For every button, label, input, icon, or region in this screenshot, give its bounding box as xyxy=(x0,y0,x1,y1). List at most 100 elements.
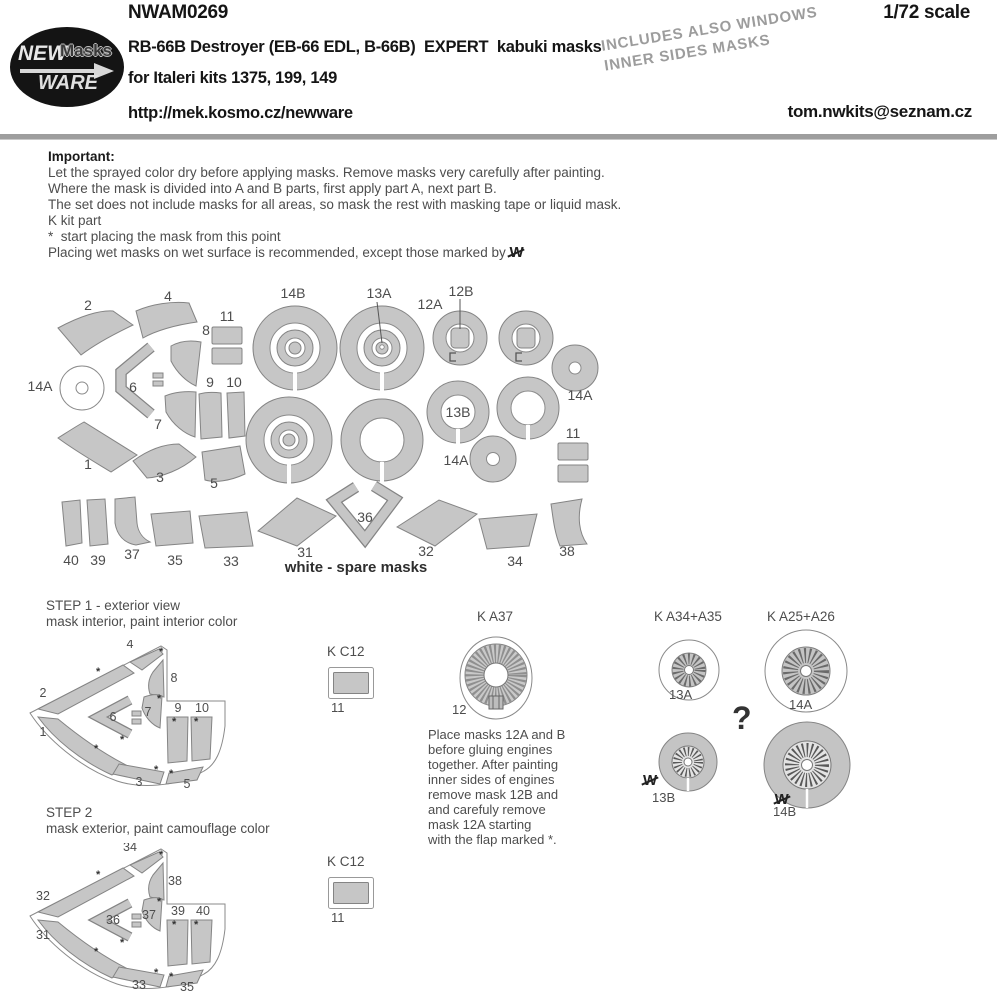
mask-shape-4 xyxy=(135,301,198,339)
star-mark: * xyxy=(159,646,164,658)
step2-label-r1: 39 xyxy=(171,904,185,918)
mask-shape-5 xyxy=(201,445,246,482)
label-33: 33 xyxy=(223,553,239,569)
ka37-note-line: and carefuly remove xyxy=(428,802,546,817)
label-14a-left: 14A xyxy=(28,378,54,394)
star-mark: * xyxy=(169,971,174,983)
step1-diagram: 4 2 8 9 10 6 7 1 3 5 * * * * * * * * * xyxy=(29,640,226,791)
mask-shape-7 xyxy=(164,391,197,438)
important-line: Where the mask is divided into A and B p… xyxy=(48,181,497,196)
label-14a-bottom: 14A xyxy=(444,452,470,468)
mask-shape-10 xyxy=(226,391,246,439)
mask-shape-1 xyxy=(57,421,138,473)
star-mark: * xyxy=(172,716,177,728)
header-divider xyxy=(0,134,997,140)
label-14a-right: 14A xyxy=(568,387,594,403)
star-mark: * xyxy=(157,896,162,908)
star-mark: * xyxy=(120,734,125,746)
logo-arrow-icon xyxy=(20,63,114,79)
mask-shape-14a-right xyxy=(551,344,599,392)
label-37: 37 xyxy=(124,546,140,562)
ka37-note-line: before gluing engines xyxy=(428,742,553,757)
mask-shape-ring-small xyxy=(496,376,560,440)
wheel-14b-mask xyxy=(763,721,851,809)
kc12-top-title: K C12 xyxy=(327,644,365,659)
step1-label-mid: 7 xyxy=(145,705,152,719)
ka37-note-line: mask 12A starting xyxy=(428,817,532,832)
label-38: 38 xyxy=(559,543,575,559)
important-line: * start placing the mask from this point xyxy=(48,229,281,244)
includes-note: INCLUDES ALSO WINDOWS INNER SIDES MASKS xyxy=(600,4,822,75)
ka37-title: K A37 xyxy=(477,609,514,624)
wet-mark-13b: W xyxy=(643,772,658,789)
mask-shape-9 xyxy=(198,391,223,440)
mask-shape-14a-bottom xyxy=(469,435,517,483)
ka37-note-line: with the flap marked *. xyxy=(428,832,557,847)
star-mark: * xyxy=(120,937,125,949)
star-mark: * xyxy=(169,768,174,780)
step2-diagram: 34 32 38 39 40 36 37 31 33 35 * * * * * … xyxy=(29,843,226,994)
wet-mark: W xyxy=(509,244,524,261)
label-31: 31 xyxy=(297,544,313,560)
logo-masks-text: Masks xyxy=(60,41,112,60)
label-4: 4 xyxy=(164,288,172,304)
step2-label-center: 36 xyxy=(106,913,120,927)
ka37-note-line: together. After painting xyxy=(428,757,559,772)
wheel-14a-mask xyxy=(764,629,848,713)
label-8: 8 xyxy=(202,322,210,338)
ka37-note-line: remove mask 12B and xyxy=(428,787,559,802)
star-mark: * xyxy=(96,666,101,678)
label-13b: 13B xyxy=(446,404,471,420)
logo-new-text: NEW xyxy=(18,42,67,65)
label-11b: 11 xyxy=(566,425,581,441)
mask-shape-34 xyxy=(478,513,538,550)
mask-shape-11b xyxy=(557,464,589,483)
mask-shape-13b xyxy=(426,380,490,444)
question-mark: ? xyxy=(732,700,752,736)
ka37-note: Place masks 12A and B before gluing engi… xyxy=(428,727,613,847)
mask-sheet-diagram: 2 4 8 11 14A 6 9 10 7 1 3 5 14B 13A 12B … xyxy=(28,285,599,576)
logo-ellipse xyxy=(10,27,124,107)
newware-logo: NEW Masks WARE xyxy=(10,27,124,107)
important-text: Let the sprayed color dry before applyin… xyxy=(48,165,621,261)
star-mark: * xyxy=(154,967,159,979)
label-2: 2 xyxy=(84,297,92,313)
mask-shape-11b xyxy=(557,442,589,461)
star-mark: * xyxy=(194,716,199,728)
label-1: 1 xyxy=(84,456,92,472)
label-9: 9 xyxy=(206,374,214,390)
step2-label-mid: 37 xyxy=(142,908,156,922)
ka25-title: K A25+A26 xyxy=(767,609,835,624)
label-36: 36 xyxy=(357,509,373,525)
logo-ware-text: WARE xyxy=(38,72,98,94)
kc12-bottom-mask xyxy=(328,877,374,909)
mask-shape-40 xyxy=(61,499,83,547)
mask-shape-32 xyxy=(395,499,479,547)
label-11a: 11 xyxy=(220,308,235,324)
step2-subtitle: mask exterior, paint camouflage color xyxy=(46,821,270,836)
wet-mark-14b: W xyxy=(774,791,789,808)
mask-shape-11 xyxy=(211,326,243,345)
mask-shape-38 xyxy=(550,498,588,547)
mask-shape-31 xyxy=(257,497,337,547)
mask-shape-39 xyxy=(86,498,109,547)
step2-label-top: 34 xyxy=(123,843,137,854)
step2-label-lower-left: 31 xyxy=(36,928,50,942)
mask-shape-11 xyxy=(211,347,243,365)
important-line: The set does not include masks for all a… xyxy=(48,197,622,212)
label-39: 39 xyxy=(90,552,106,568)
label-14b: 14B xyxy=(281,285,306,301)
label-34: 34 xyxy=(507,553,523,569)
step1-title: STEP 1 - exterior view xyxy=(46,598,181,613)
mask-shape-36 xyxy=(325,481,404,549)
step2-label-upper-left: 32 xyxy=(36,889,50,903)
ka37-note-line: Place masks 12A and B xyxy=(428,727,566,742)
label-6: 6 xyxy=(129,379,137,395)
mask-shape-14a-left xyxy=(59,365,105,411)
wheel-14a-label: 14A xyxy=(789,697,813,712)
step1-label-center: 6 xyxy=(110,710,117,724)
star-mark: * xyxy=(157,693,162,705)
label-10: 10 xyxy=(226,374,242,390)
wheel-13a-label: 13A xyxy=(669,687,693,702)
product-title: RB-66B Destroyer (EB-66 EDL, B-66B) EXPE… xyxy=(128,38,602,56)
